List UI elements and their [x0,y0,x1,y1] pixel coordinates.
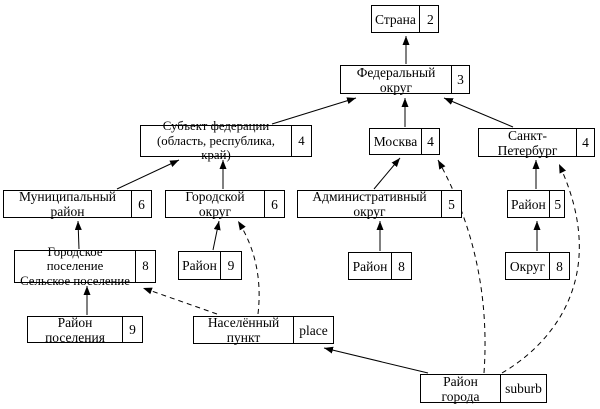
edge-settlement-to-municipal-district [74,220,82,250]
node-district-city-okrug: Район 9 [178,251,242,280]
node-populated-place: Населённый пункт place [193,315,334,345]
node-settlement-district-label: Район поселения [45,314,105,345]
edge-city-district-to-populated-place [323,346,429,374]
edge-city-district-to-moscow-dashed [437,159,486,374]
node-moscow: Москва 4 [369,128,440,155]
node-city-district: Район города suburb [420,373,547,404]
node-city-district-code: suburb [500,375,546,402]
node-city-okrug-label: Городской округ [185,189,245,219]
node-okrug-spb: Округ 8 [505,252,570,280]
node-district-spb-label: Район [511,196,546,212]
node-district-spb: Район 5 [507,190,565,218]
node-okrug-spb-code: 8 [549,253,569,279]
edge-populated-place-to-city-okrug-dashed [237,220,260,315]
node-saint-petersburg: Санкт-Петербург 4 [478,127,595,158]
edge-federation-subject-to-federal-district [271,97,357,125]
node-federation-subject-label: Субъект федерации (область, республика, … [157,119,275,163]
node-district-city-okrug-code: 9 [220,252,241,279]
edge-city-district-to-spb-dashed [501,163,580,374]
node-district-moscow-label: Район [352,258,388,274]
edge-district9-to-city-okrug [212,220,221,251]
node-settlement-label: Городское поселение Сельское поселение [20,244,130,288]
node-admin-okrug-label: Административный округ [312,189,427,219]
node-moscow-label: Москва [373,134,418,149]
node-settlement-district-code: 9 [122,317,142,342]
node-municipal-district-label: Муниципальный район [18,189,117,219]
edge-municipal-district-to-federation-subject [116,159,180,190]
node-okrug-spb-label: Округ [509,258,546,274]
node-federation-subject: Субъект федерации (область, республика, … [140,119,312,163]
node-country: Страна 2 [371,5,439,33]
edge-spb-to-federal-district [443,97,514,128]
node-populated-place-code: place [293,317,333,343]
node-admin-okrug-code: 5 [441,191,461,217]
node-federation-subject-code: 4 [291,126,311,156]
node-federal-district-code: 3 [451,66,469,93]
node-saint-petersburg-code: 4 [576,129,594,156]
node-country-label: Страна [375,11,416,27]
node-city-district-label: Район города [441,373,480,404]
node-district-moscow-code: 8 [391,253,411,279]
node-district-spb-code: 5 [548,191,566,217]
node-federal-district: Федеральный округ 3 [340,64,470,95]
node-municipal-district: Муниципальный район 6 [3,189,152,219]
edge-populated-place-to-settlement-dashed [142,287,218,315]
node-populated-place-label: Населённый пункт [207,315,280,345]
node-city-okrug: Городской округ 6 [165,189,285,219]
node-city-okrug-code: 6 [264,191,284,217]
node-settlement: Городское поселение Сельское поселение 8 [14,244,156,288]
node-municipal-district-code: 6 [131,191,151,217]
node-settlement-district: Район поселения 9 [27,314,143,345]
node-moscow-code: 4 [421,129,439,154]
node-district-city-okrug-label: Район [182,258,217,273]
node-admin-okrug: Административный округ 5 [297,189,462,219]
node-saint-petersburg-label: Санкт-Петербург [497,127,558,158]
node-federal-district-label: Федеральный округ [356,64,436,95]
node-district-moscow: Район 8 [348,252,412,280]
node-country-code: 2 [418,6,441,32]
edge-admin-okrug-to-moscow [373,157,401,190]
node-settlement-code: 8 [135,251,155,282]
